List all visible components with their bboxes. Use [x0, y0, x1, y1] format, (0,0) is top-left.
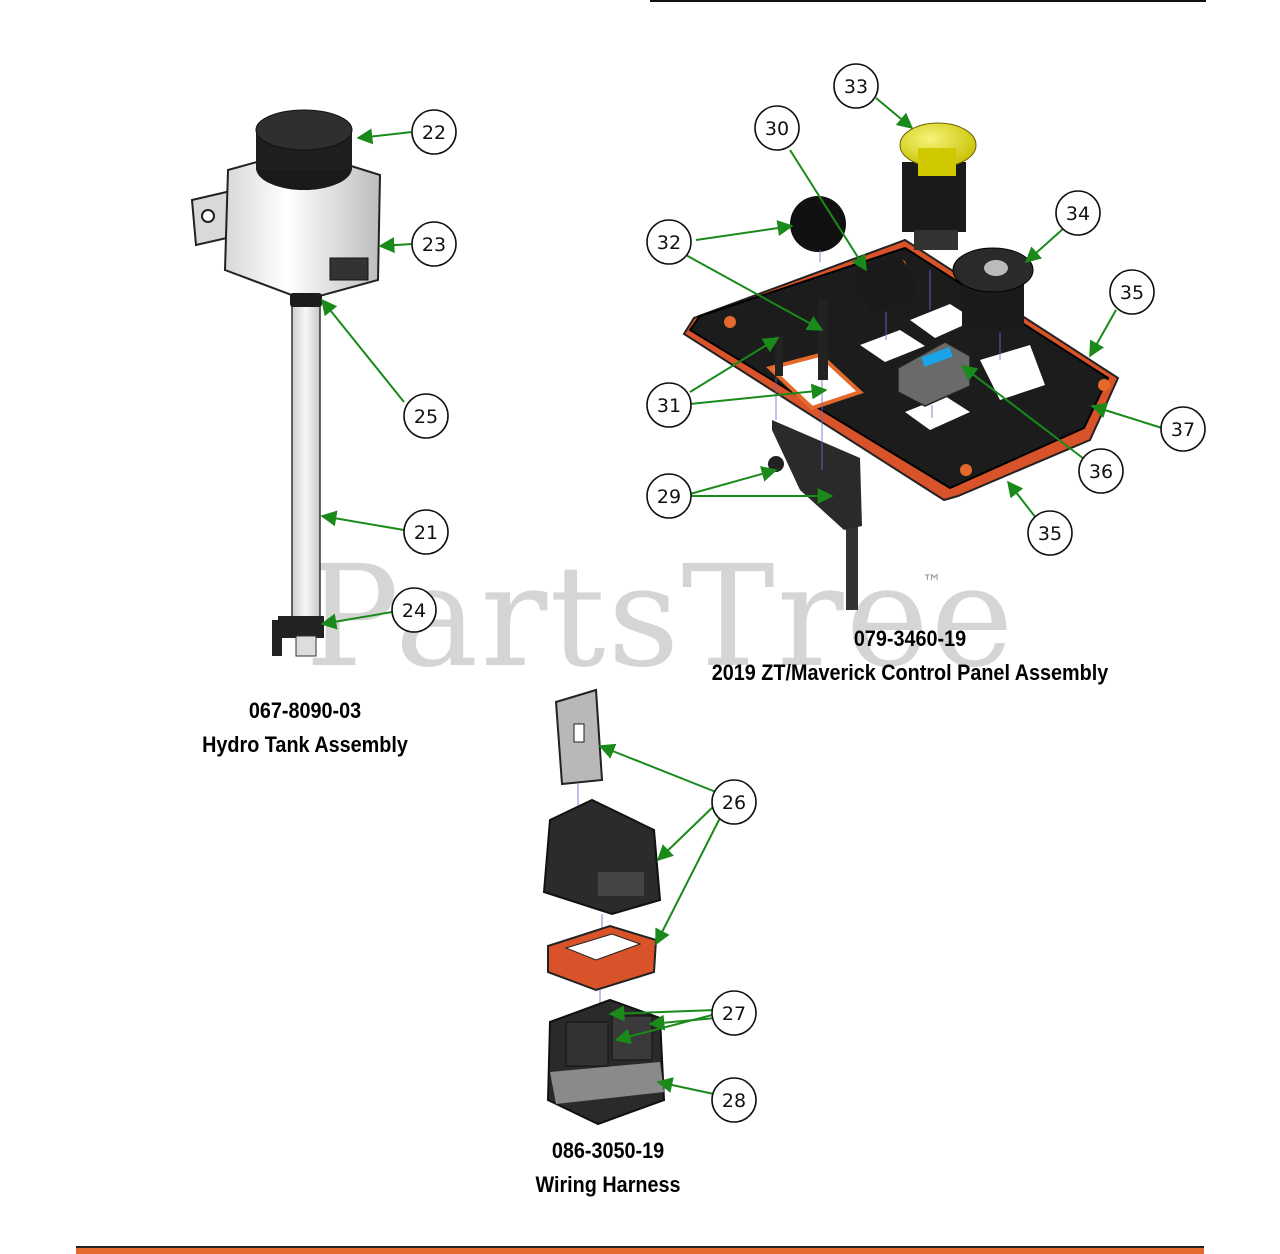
- callout-34: 34: [1055, 190, 1101, 236]
- tube-fitting-25: [290, 293, 322, 307]
- part-number: 086-3050-19: [551, 1138, 665, 1163]
- control-panel-drawing: [682, 122, 1120, 610]
- callout-label: 25: [414, 406, 438, 428]
- throttle-bracket: [772, 420, 862, 530]
- callout-28: 28: [711, 1077, 757, 1123]
- callout-label: 31: [657, 395, 681, 417]
- callout-32: 32: [646, 219, 692, 265]
- callout-label: 34: [1066, 203, 1090, 225]
- callout-24: 24: [391, 587, 437, 633]
- callout-27: 27: [711, 990, 757, 1036]
- wiring-harness-drawing: [542, 688, 666, 1126]
- callout-30: 30: [754, 105, 800, 151]
- callout-35: 35: [1109, 269, 1155, 315]
- connector-housing: [542, 798, 662, 916]
- callout-31: 31: [646, 382, 692, 428]
- caption-control-panel: 079-3460-19 2019 ZT/Maverick Control Pan…: [685, 622, 1135, 690]
- callout-33: 33: [833, 63, 879, 109]
- callout-21: 21: [403, 509, 449, 555]
- assembly-name: Wiring Harness: [535, 1172, 681, 1197]
- callout-label: 21: [414, 522, 438, 544]
- callout-36: 36: [1078, 448, 1124, 494]
- callout-label: 32: [657, 232, 681, 254]
- terminal-27a: [565, 1021, 609, 1067]
- callout-label: 23: [422, 234, 446, 256]
- part-number: 067-8090-03: [248, 698, 362, 723]
- callout-label: 33: [844, 76, 868, 98]
- callouts: 21 22 23 24 25 26 27 28 29 30 31 32 33 34 35 35 36 37: [391, 63, 1206, 1123]
- callout-37: 37: [1160, 406, 1206, 452]
- callout-25: 25: [403, 393, 449, 439]
- callout-label: 24: [402, 600, 426, 622]
- callout-label: 22: [422, 122, 446, 144]
- callout-label: 36: [1089, 461, 1113, 483]
- callout-label: 37: [1171, 419, 1195, 441]
- hydro-tank-drawing: [190, 109, 382, 657]
- terminal-27b: [611, 1015, 653, 1061]
- switch-36: [897, 341, 971, 407]
- nut-29: [768, 456, 784, 472]
- footer-bar: [76, 1246, 1204, 1254]
- callout-22: 22: [411, 109, 457, 155]
- trademark-mark: ™: [922, 570, 942, 594]
- callout-label: 35: [1120, 282, 1144, 304]
- caption-hydro-tank: 067-8090-03 Hydro Tank Assembly: [184, 694, 427, 762]
- caption-wiring-harness: 086-3050-19 Wiring Harness: [502, 1134, 714, 1202]
- callout-label: 30: [765, 118, 789, 140]
- callout-35: 35: [1027, 510, 1073, 556]
- callout-label: 35: [1038, 523, 1062, 545]
- leader-lines: [320, 97, 1163, 1095]
- callout-26: 26: [711, 779, 757, 825]
- callout-label: 26: [722, 792, 746, 814]
- callout-label: 27: [722, 1003, 746, 1025]
- part-number: 079-3460-19: [853, 626, 967, 651]
- callout-29: 29: [646, 473, 692, 519]
- top-rule: [650, 0, 1206, 2]
- assembly-name: Hydro Tank Assembly: [202, 732, 408, 757]
- callout-label: 29: [657, 486, 681, 508]
- callout-label: 28: [722, 1090, 746, 1112]
- knob-32: [790, 196, 846, 252]
- assembly-name: 2019 ZT/Maverick Control Panel Assembly: [711, 660, 1109, 685]
- callout-23: 23: [411, 221, 457, 267]
- hose-clamp-24: [278, 616, 324, 638]
- button-30: [856, 256, 916, 312]
- hydro-tube-21: [291, 299, 321, 631]
